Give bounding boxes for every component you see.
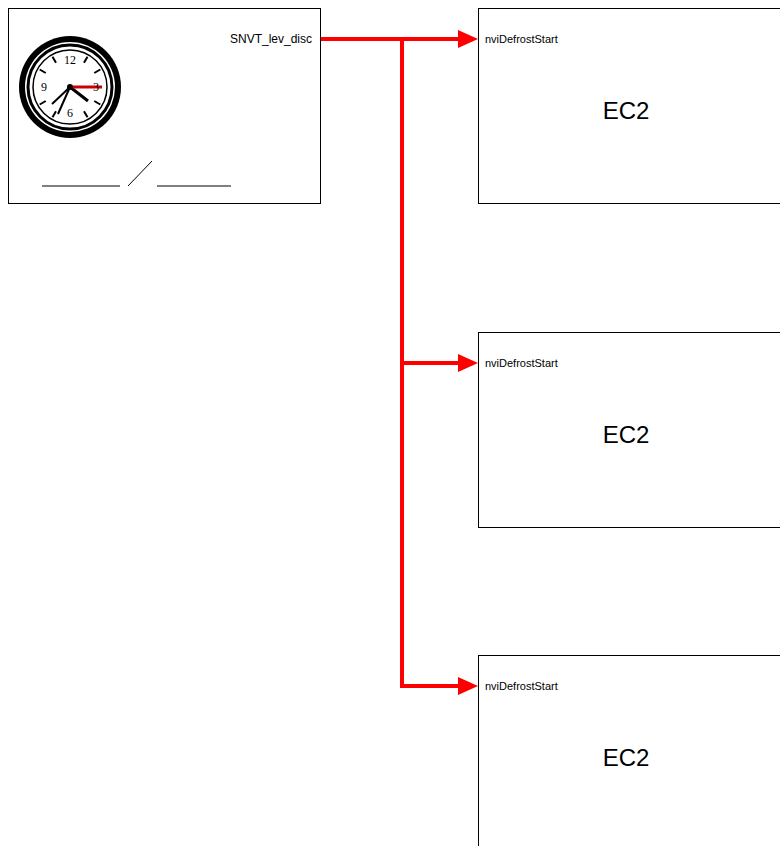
clock-numeral: 12 — [64, 54, 76, 66]
hour-hand — [70, 87, 88, 101]
clock-tick — [84, 57, 88, 63]
variable-name: SNVT_lev_disc — [230, 32, 312, 46]
device-name: EC2 — [603, 97, 650, 125]
device-name: EC2 — [603, 421, 650, 449]
clock-tick — [53, 57, 57, 63]
clock-numeral: 9 — [41, 81, 47, 93]
variable-name: nviDefrostStart — [485, 33, 558, 45]
clock-rim — [28, 45, 112, 129]
connector-line — [321, 39, 458, 686]
clock-face — [33, 50, 107, 124]
clock-tick — [40, 101, 46, 105]
clock-tick — [84, 111, 88, 117]
clock-numeral: 6 — [67, 107, 73, 119]
variable-name: nviDefrostStart — [485, 357, 558, 369]
switch-symbol — [42, 186, 120, 187]
clock-tick — [94, 70, 100, 74]
timer-box: SNVT_lev_disc — [8, 8, 321, 204]
arrow-head — [458, 30, 478, 48]
clock-tick — [94, 101, 100, 105]
controller-box: nviDefrostStartEC2 — [478, 332, 780, 528]
clock-pin — [67, 84, 73, 90]
arrow-head — [458, 354, 478, 372]
signal-connector — [321, 39, 478, 372]
arrow-head — [458, 677, 478, 695]
controller-box: nviDefrostStartEC2 — [478, 8, 780, 204]
device-name: EC2 — [603, 744, 650, 772]
clock-numeral: 3 — [93, 81, 99, 93]
minute-hand — [52, 87, 70, 104]
switch-symbol — [128, 161, 152, 186]
connector-line — [321, 39, 458, 363]
clock-tick — [40, 70, 46, 74]
signal-connector — [321, 39, 478, 695]
controller-box: nviDefrostStartEC2 — [478, 655, 780, 846]
clock-rim — [25, 42, 115, 132]
variable-name: nviDefrostStart — [485, 680, 558, 692]
clock-rim — [19, 36, 121, 138]
clock-tick — [53, 111, 57, 117]
switch-symbol — [157, 186, 231, 187]
